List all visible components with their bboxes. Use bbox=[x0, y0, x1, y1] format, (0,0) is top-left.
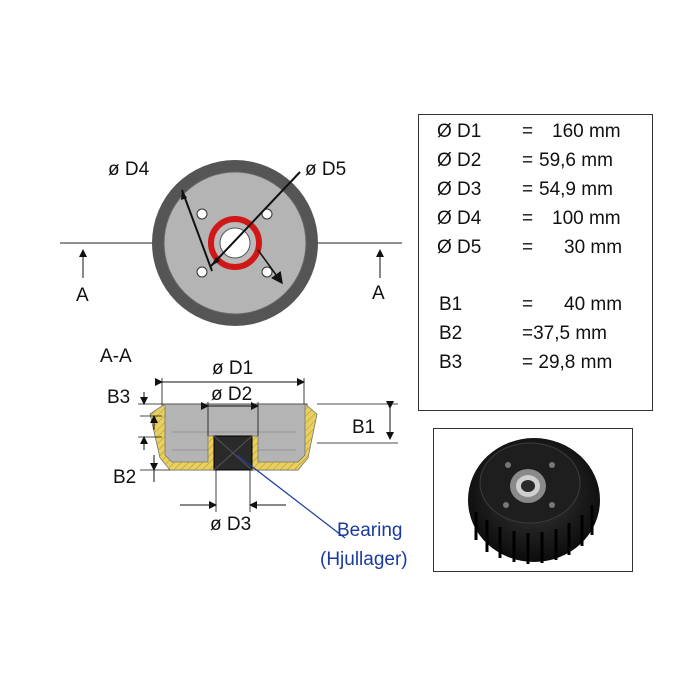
spec-row-b3: B3 = 29,8 mm bbox=[419, 352, 654, 380]
bolt-hole bbox=[261, 208, 273, 220]
spec-value: = 29,8 mm bbox=[522, 352, 613, 373]
spec-name: Ø D5 bbox=[437, 237, 482, 258]
d5-label: ø D5 bbox=[305, 159, 346, 180]
bolt-hole bbox=[196, 266, 208, 278]
spec-value: 100 mm bbox=[552, 208, 621, 229]
d4-leader bbox=[181, 189, 213, 272]
front-view: ø D4 ø D5 A A bbox=[60, 159, 402, 326]
hub-photo bbox=[468, 438, 600, 564]
b2-label: B2 bbox=[113, 467, 136, 488]
d4-label: ø D4 bbox=[108, 159, 150, 180]
dimension-table: Ø D1 = 160 mm Ø D2 = 59,6 mm Ø D3 = 54,9… bbox=[418, 114, 653, 411]
spec-name: Ø D1 bbox=[437, 121, 482, 142]
spec-name: Ø D3 bbox=[437, 179, 482, 200]
spec-eq: = bbox=[522, 121, 534, 142]
d1-label: ø D1 bbox=[212, 358, 253, 379]
spec-value: 40 mm bbox=[564, 294, 623, 315]
spec-value: 30 mm bbox=[564, 237, 623, 258]
spec-name: B1 bbox=[439, 294, 463, 315]
spec-name: Ø D2 bbox=[437, 150, 482, 171]
section-label-left: A bbox=[76, 285, 89, 306]
section-view: A-A ø D1 ø D2 ø D3 B1 bbox=[100, 346, 408, 570]
bolt-hole bbox=[196, 208, 208, 220]
d3-label: ø D3 bbox=[210, 514, 251, 535]
spec-eq: = bbox=[522, 294, 534, 315]
b1-label: B1 bbox=[352, 417, 375, 438]
spec-row-b1: B1 = 40 mm bbox=[419, 294, 654, 322]
spec-value: =37,5 mm bbox=[522, 323, 608, 344]
spec-value: 160 mm bbox=[552, 121, 621, 142]
d5-leader bbox=[210, 171, 301, 267]
spec-row-d5: Ø D5 = 30 mm bbox=[419, 237, 654, 265]
spec-name: Ø D4 bbox=[437, 208, 482, 229]
bearing-label-1: Bearing bbox=[337, 520, 403, 541]
spec-row-d2: Ø D2 = 59,6 mm bbox=[419, 150, 654, 178]
bolt-hole bbox=[261, 266, 273, 278]
spec-name: B3 bbox=[439, 352, 463, 373]
spec-row-b2: B2 =37,5 mm bbox=[419, 323, 654, 351]
b3-label: B3 bbox=[107, 387, 130, 408]
spec-eq: = bbox=[522, 150, 534, 171]
spec-value: 54,9 mm bbox=[539, 179, 613, 200]
spec-row-d1: Ø D1 = 160 mm bbox=[419, 121, 654, 149]
spec-row-d4: Ø D4 = 100 mm bbox=[419, 208, 654, 236]
hub-bore bbox=[219, 227, 251, 259]
spec-eq: = bbox=[522, 208, 534, 229]
spec-eq: = bbox=[522, 237, 534, 258]
spec-row-d3: Ø D3 = 54,9 mm bbox=[419, 179, 654, 207]
section-title: A-A bbox=[100, 346, 132, 367]
bearing-leader bbox=[236, 454, 346, 539]
section-label-right: A bbox=[372, 283, 385, 304]
spec-name: B2 bbox=[439, 323, 463, 344]
spec-eq: = bbox=[522, 179, 534, 200]
d2-label: ø D2 bbox=[211, 384, 252, 405]
spec-value: 59,6 mm bbox=[539, 150, 613, 171]
bearing-label-2: (Hjullager) bbox=[320, 549, 408, 570]
